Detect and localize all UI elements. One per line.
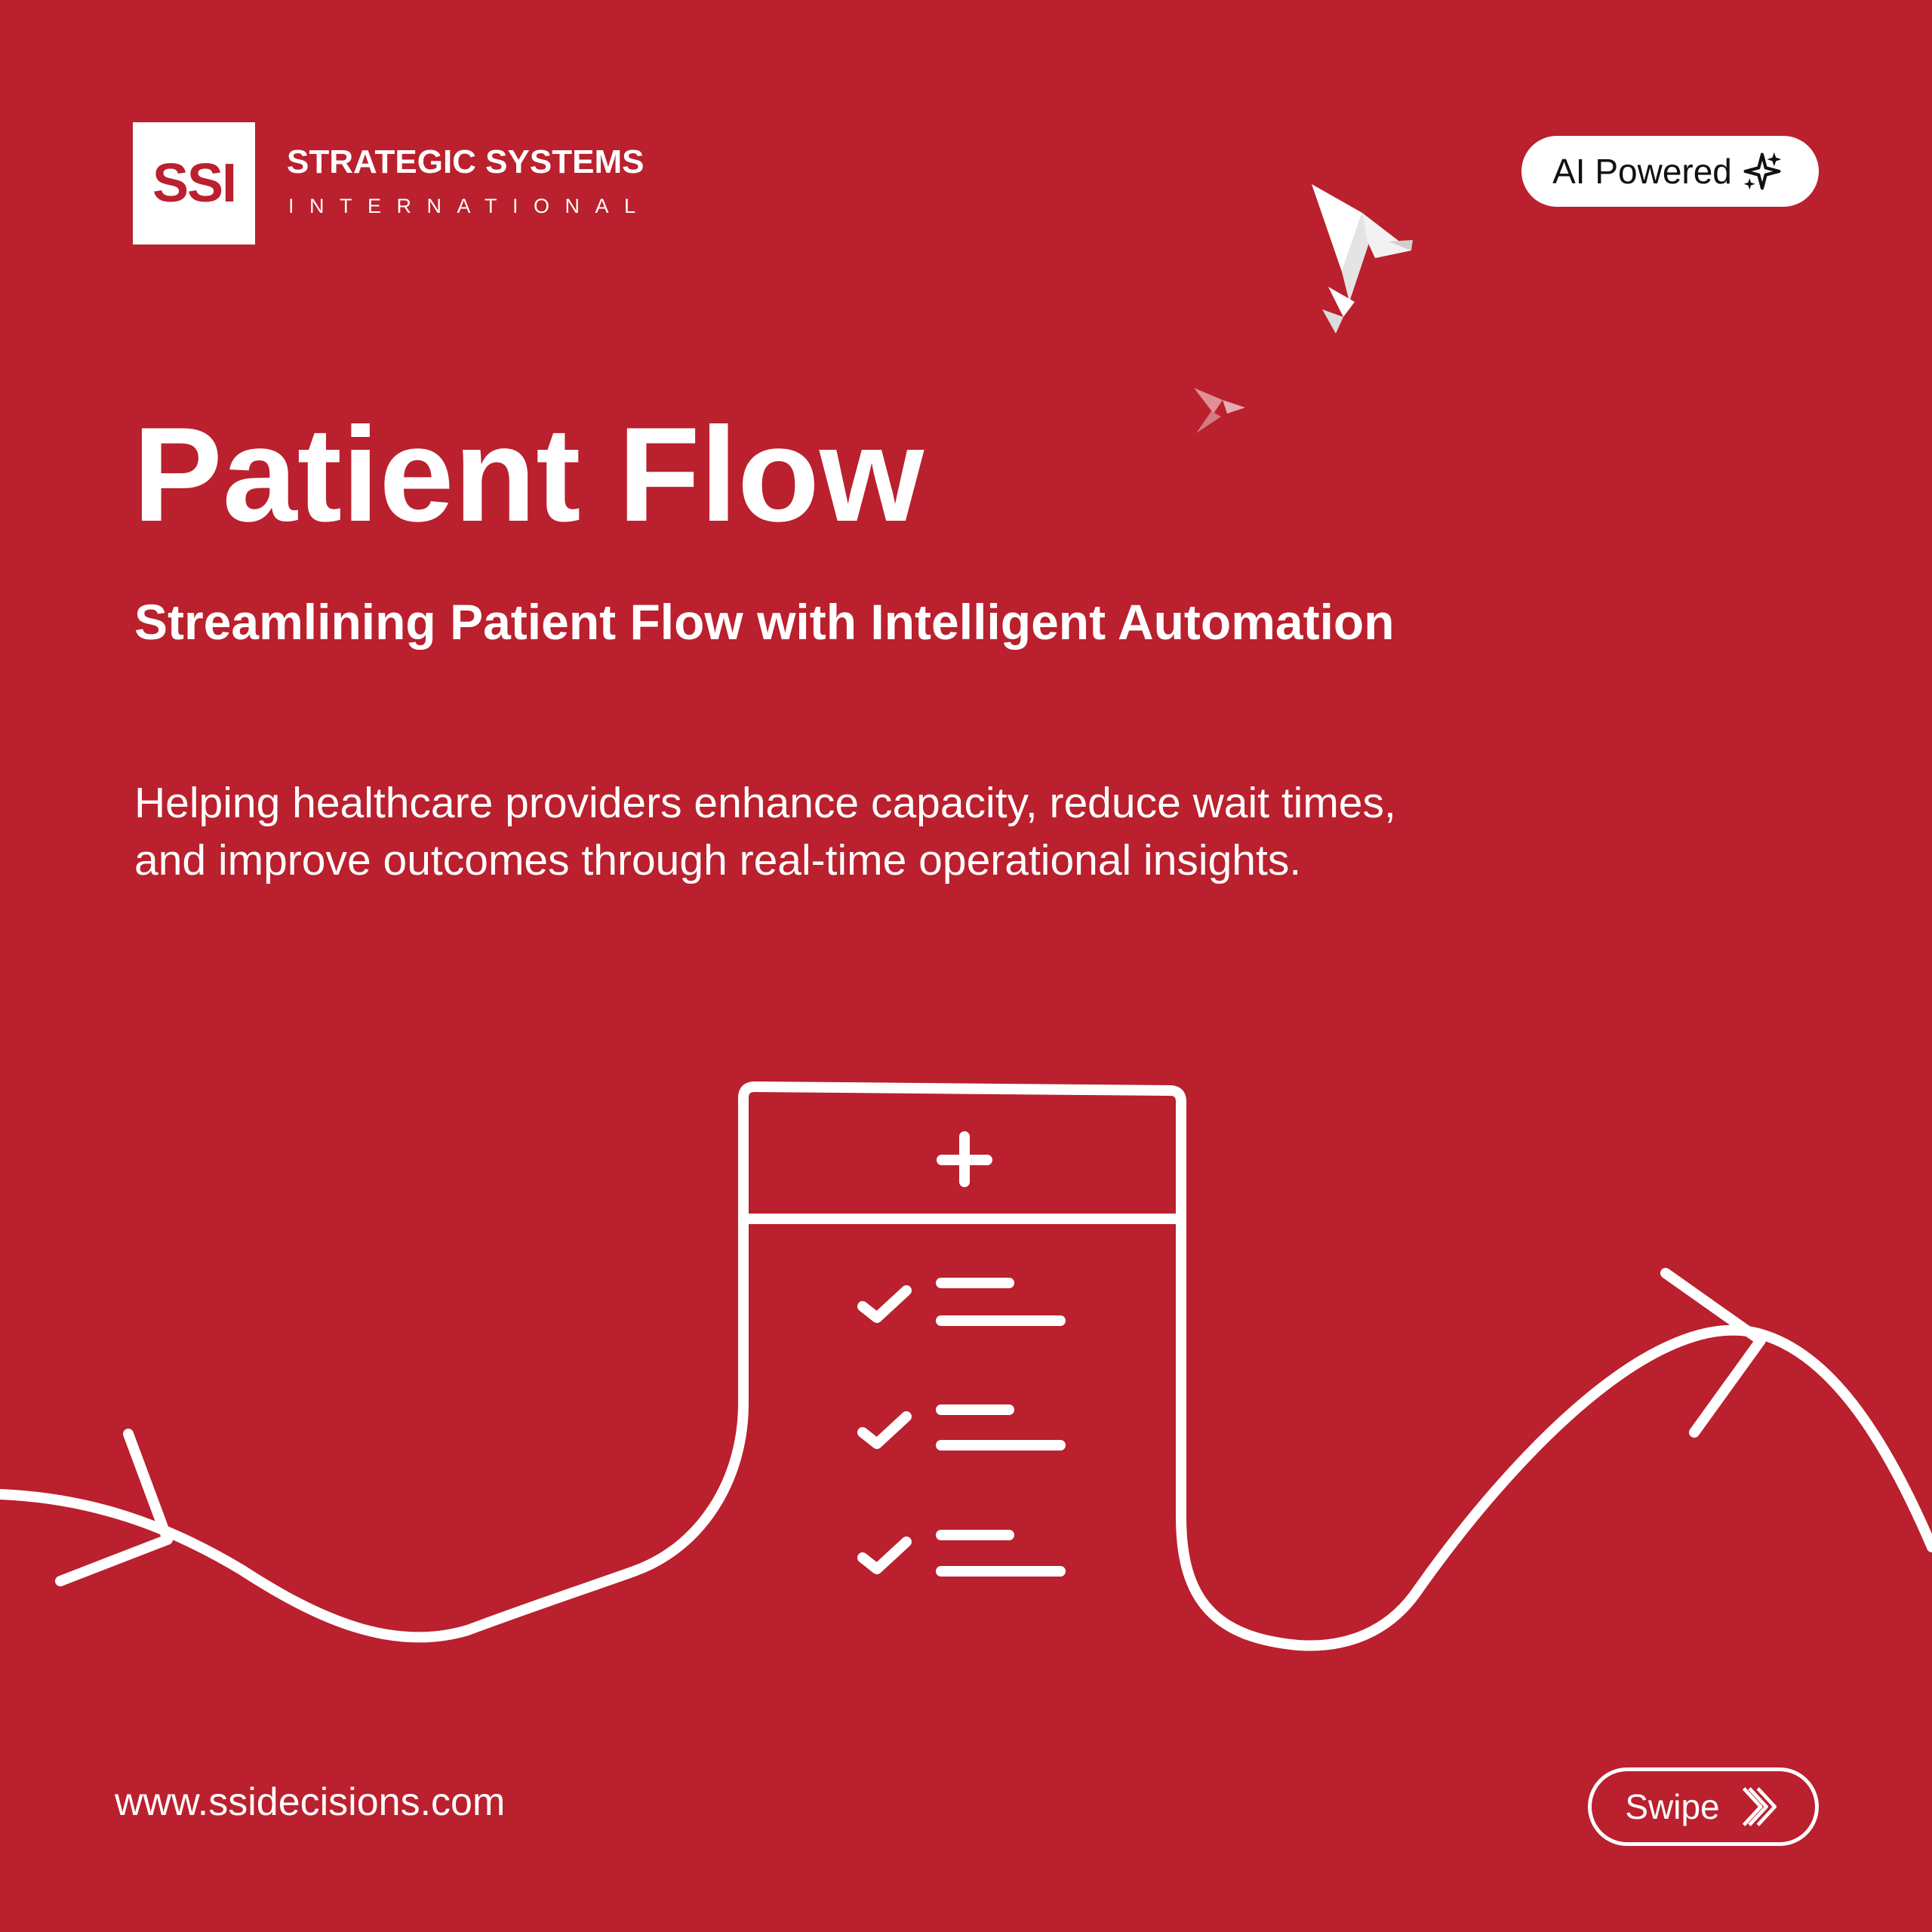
description-line: and improve outcomes through real-time o… bbox=[134, 836, 1302, 884]
ai-powered-label: AI Powered bbox=[1552, 152, 1732, 191]
flow-path-arrow bbox=[0, 1208, 1932, 1651]
description-line: Helping healthcare providers enhance cap… bbox=[134, 779, 1396, 827]
medical-checklist-icon bbox=[738, 1081, 1186, 1577]
logo-mark: SSI bbox=[133, 122, 255, 245]
sparkle-icon bbox=[1743, 152, 1782, 190]
brand-name: STRATEGIC SYSTEMS bbox=[287, 143, 645, 180]
origami-bird-icon bbox=[1312, 184, 1413, 334]
website-link[interactable]: www.ssidecisions.com bbox=[115, 1780, 506, 1824]
swipe-label: Swipe bbox=[1625, 1787, 1720, 1826]
page-description: Helping healthcare providers enhance cap… bbox=[134, 774, 1644, 889]
swipe-button[interactable]: Swipe bbox=[1588, 1767, 1819, 1846]
page-subtitle: Streamlining Patient Flow with Intellige… bbox=[134, 594, 1395, 650]
ai-powered-badge: AI Powered bbox=[1521, 136, 1819, 207]
origami-bird-icon bbox=[1194, 388, 1245, 433]
page-title: Patient Flow bbox=[133, 399, 924, 549]
brand-subtitle: INTERNATIONAL bbox=[288, 195, 651, 217]
double-chevron-right-icon bbox=[1742, 1787, 1777, 1826]
